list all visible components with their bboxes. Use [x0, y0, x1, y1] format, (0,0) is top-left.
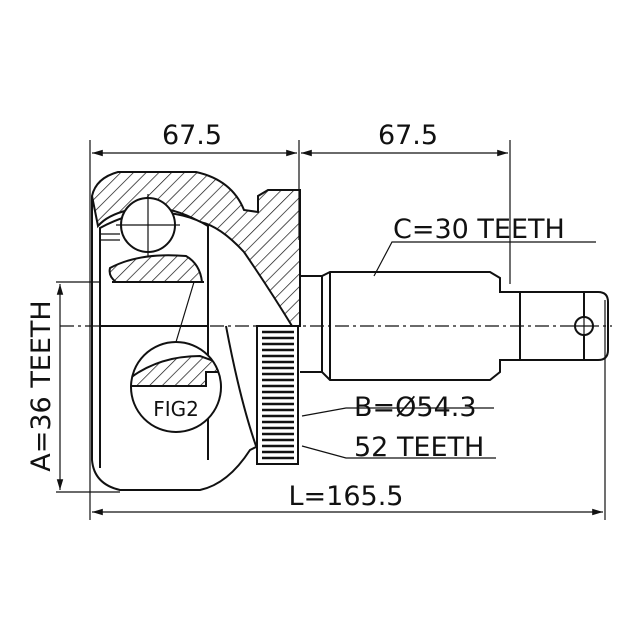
fig2-label: FIG2 — [153, 397, 199, 421]
abs-b-label: B=Ø54.3 — [354, 392, 477, 423]
dimension-labels: 67.5 67.5 C=30 TEETH B=Ø54.3 52 TEETH L=… — [26, 120, 565, 512]
stub-shaft — [300, 271, 609, 381]
spline-c-label: C=30 TEETH — [393, 214, 565, 245]
fig2-detail — [130, 281, 222, 433]
abs-teeth-label: 52 TEETH — [354, 432, 484, 463]
width-right-label: 67.5 — [378, 120, 438, 151]
dimension-lines — [56, 149, 603, 516]
length-label: L=165.5 — [289, 481, 404, 512]
ball-cage — [100, 194, 204, 283]
abs-tone-ring — [256, 325, 299, 465]
width-left-label: 67.5 — [162, 120, 222, 151]
spline-a-label: A=36 TEETH — [26, 300, 57, 471]
leader-lines — [301, 241, 596, 459]
